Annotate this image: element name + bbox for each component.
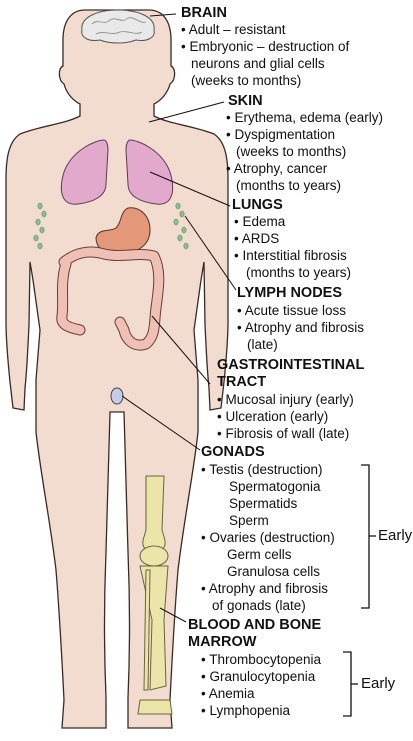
gonads-item: Granulosa cells: [227, 564, 321, 579]
brain-item: (weeks to months): [191, 73, 302, 88]
lymph-node: [41, 210, 47, 218]
blood-title-line2: MARROW: [188, 634, 257, 650]
lymph-node: [33, 234, 39, 242]
gi-item: • Ulceration (early): [217, 409, 329, 424]
lymph-node: [175, 202, 181, 210]
gonads-item: • Atrophy and fibrosis: [201, 581, 329, 596]
skin-item: • Atrophy, cancer: [226, 161, 328, 176]
lymph-nodes-item: • Acute tissue loss: [237, 303, 347, 318]
gonads-item: • Testis (destruction): [201, 462, 323, 477]
leader-lines: [121, 13, 237, 623]
lymph-nodes-title: LYMPH NODES: [237, 285, 343, 301]
lymph-node: [37, 202, 43, 210]
left-lung: [125, 139, 174, 205]
gi-title-line1: GASTROINTESTINAL: [217, 357, 365, 373]
lymph-node: [35, 218, 41, 226]
brain-item: • Embryonic – destruction of: [181, 39, 350, 54]
blood-item: • Granulocytopenia: [201, 669, 316, 684]
brain-folds: [91, 17, 147, 35]
skin-title: SKIN: [228, 93, 263, 109]
skin-item: (weeks to months): [236, 144, 347, 159]
gonads-item: of gonads (late): [212, 598, 306, 613]
lungs-title: LUNGS: [232, 197, 283, 213]
lymph-node: [37, 242, 43, 250]
gi-item: • Fibrosis of wall (late): [217, 426, 350, 441]
gonads-early-label: Early: [378, 527, 413, 544]
skin-item: (months to years): [236, 178, 342, 193]
lymph-node: [177, 234, 183, 242]
gonads-item: • Ovaries (destruction): [201, 530, 335, 545]
lymph-nodes-right-axilla: [33, 202, 47, 250]
gonads-item: Spermatogonia: [229, 479, 321, 494]
skin-item: • Erythema, edema (early): [226, 110, 384, 125]
gi-title-line2: TRACT: [217, 374, 267, 390]
gonads-title: GONADS: [201, 444, 265, 460]
early-bracket-gonads: [361, 464, 376, 609]
brain-title: BRAIN: [181, 5, 227, 21]
lymph-node: [181, 226, 187, 234]
gonads-item: Germ cells: [227, 547, 292, 562]
lungs-item: • Edema: [234, 214, 286, 229]
lymph-node: [39, 226, 45, 234]
brain: [81, 9, 155, 44]
lungs-item: (months to years): [246, 265, 352, 280]
gi-item: • Mucosal injury (early): [217, 392, 354, 407]
brain-item: neurons and glial cells: [191, 56, 325, 71]
gonad: [110, 387, 124, 405]
right-lung: [60, 139, 109, 205]
blood-item: • Lymphopenia: [201, 703, 291, 718]
gonads-item: Sperm: [229, 513, 269, 528]
brain-item: • Adult – resistant: [181, 22, 286, 37]
lymph-nodes-item: • Atrophy and fibrosis: [237, 320, 365, 335]
lymph-nodes-left-axilla: [173, 202, 189, 250]
gonads-item: Spermatids: [229, 496, 298, 511]
leg-bones: [137, 475, 173, 715]
blood-title-line1: BLOOD AND BONE: [188, 617, 322, 633]
lymph-node: [183, 242, 189, 250]
lymph-node: [173, 218, 179, 226]
lymph-nodes-item: (late): [247, 337, 278, 352]
intestine-inner: [57, 247, 164, 350]
lymph-node: [179, 210, 185, 218]
blood-early-label: Early: [361, 675, 396, 692]
lungs-item: • Interstitial fibrosis: [234, 248, 347, 263]
lungs-item: • ARDS: [234, 231, 280, 246]
blood-item: • Thrombocytopenia: [201, 652, 322, 667]
skin-item: • Dyspigmentation: [226, 127, 336, 142]
blood-item: • Anemia: [201, 686, 255, 701]
early-bracket-blood: [343, 651, 358, 717]
